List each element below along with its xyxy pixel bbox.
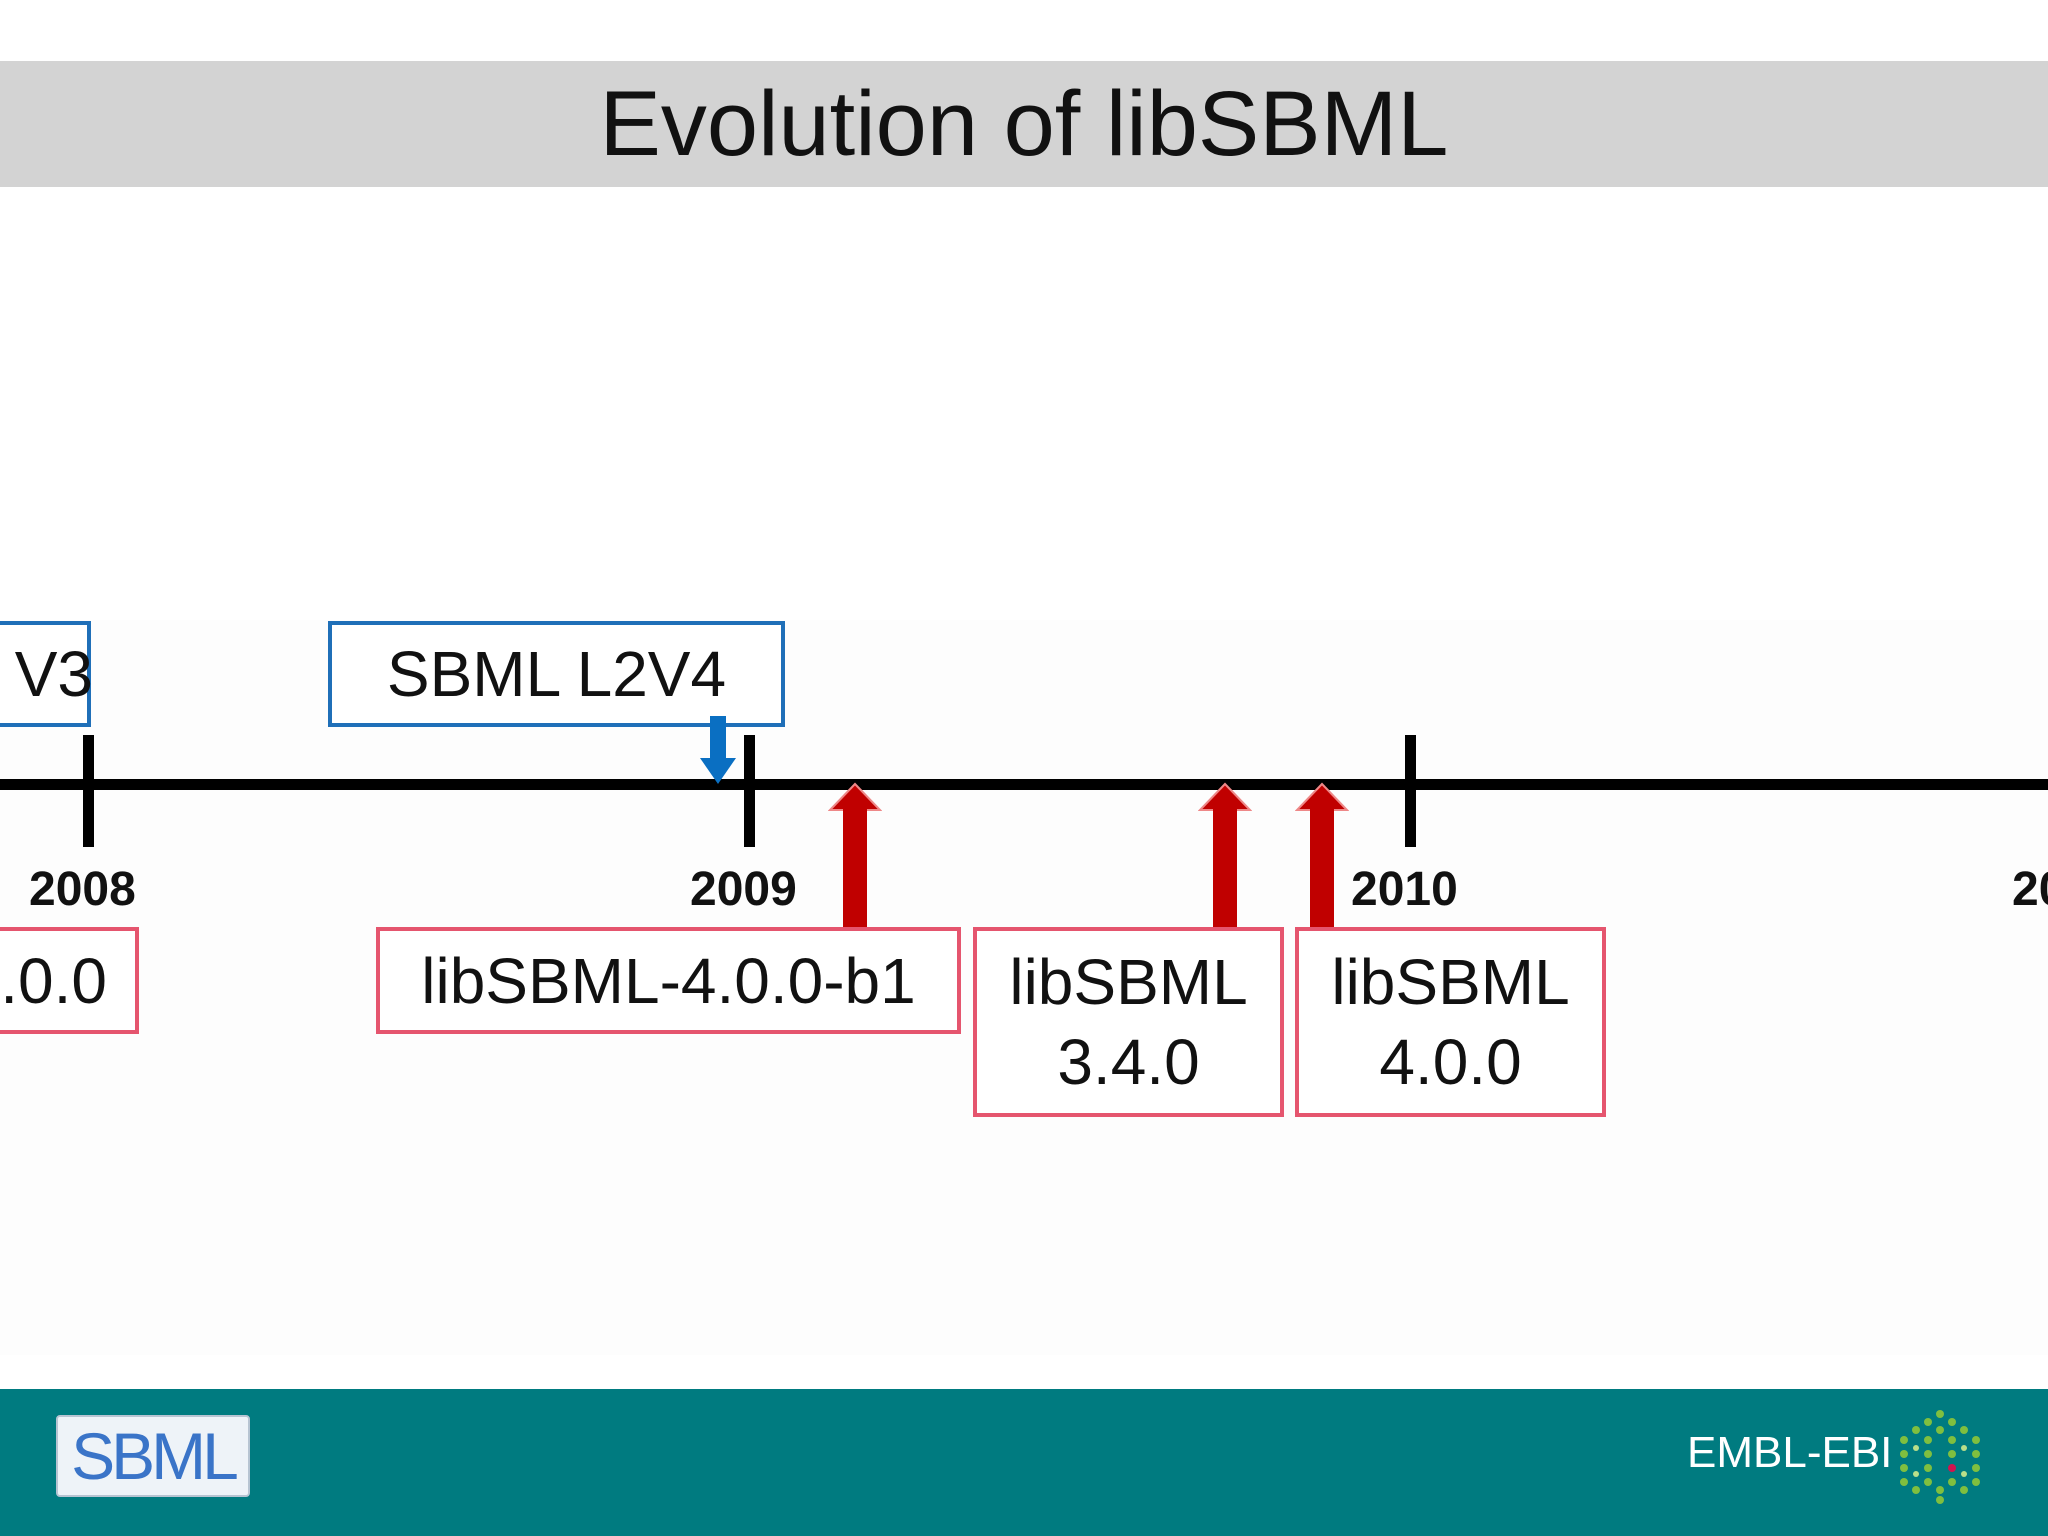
tick-2010 <box>1405 735 1416 847</box>
release-arrow-up-icon <box>828 782 882 930</box>
release-arrow-up-icon <box>1198 782 1252 930</box>
title-bar: Evolution of libSBML <box>0 61 2048 187</box>
release-box-label: libSBML 4.0.0 <box>1331 946 1570 1098</box>
release-box-4-0-0: libSBML 4.0.0 <box>1295 927 1606 1117</box>
sbml-logo: SBML <box>56 1415 250 1497</box>
spec-box-v3: V3 <box>0 621 93 727</box>
spec-arrow-down-icon <box>700 716 736 784</box>
embl-ebi-logo-icon <box>1900 1410 1980 1504</box>
release-box-4-0-0-b1: libSBML-4.0.0-b1 <box>376 927 961 1034</box>
sbml-logo-text: SBML <box>71 1419 239 1493</box>
spec-box-label: SBML L2V4 <box>386 638 727 710</box>
release-box-label: libSBML-4.0.0-b1 <box>421 944 916 1017</box>
release-box-label: .0.0 <box>0 944 107 1017</box>
release-arrow-up-icon <box>1295 782 1349 930</box>
spec-box-l2v4: SBML L2V4 <box>328 621 785 727</box>
tick-2009 <box>744 735 755 847</box>
footer-bar <box>0 1389 2048 1536</box>
tick-2008 <box>83 735 94 847</box>
year-label-2009: 2009 <box>690 863 797 916</box>
year-label-2010: 2010 <box>1351 863 1458 916</box>
timeline-axis <box>0 779 2048 790</box>
release-box-3-0-0: .0.0 <box>0 927 139 1034</box>
year-label-2008: 2008 <box>29 863 136 916</box>
slide-title: Evolution of libSBML <box>599 72 1449 175</box>
release-box-label: libSBML 3.4.0 <box>1009 946 1248 1098</box>
year-label-2011: 20 <box>2012 863 2048 916</box>
release-box-3-4-0: libSBML 3.4.0 <box>973 927 1284 1117</box>
embl-ebi-label: EMBL-EBI <box>1687 1428 1893 1477</box>
spec-box-label: V3 <box>14 638 93 710</box>
